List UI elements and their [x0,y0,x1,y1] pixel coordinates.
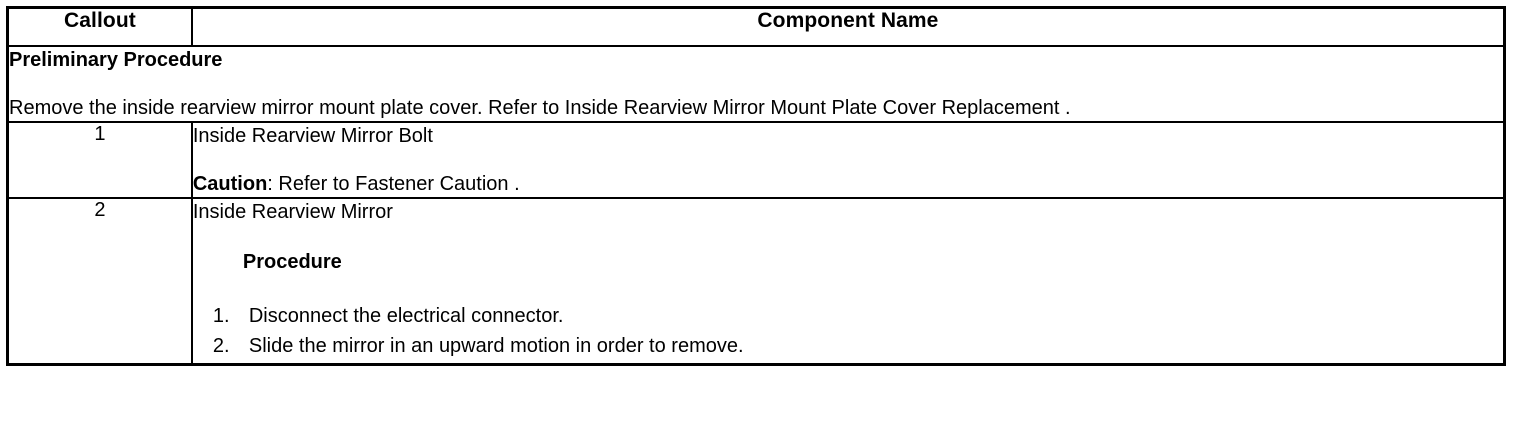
component-name-2: Inside Rearview Mirror [192,201,393,223]
callout-number-2: 2 [6,197,193,366]
table-row: 2 Inside Rearview Mirror Procedure 1. Dis… [6,197,1506,366]
table-row-preliminary: Preliminary Procedure Remove the inside … [6,45,1506,123]
step-number: 2. [212,335,230,357]
caution-label: Caution [192,173,268,195]
table-header: Callout Component Name [6,6,1506,47]
table-header-row: Callout Component Name [6,6,1506,47]
component-callout-table: Callout Component Name Preliminary Proce… [6,6,1506,366]
step-number: 1. [212,305,230,327]
step-text: Slide the mirror in an upward motion in … [248,335,744,357]
component-description-2: Inside Rearview Mirror Procedure 1. Disco… [190,197,1506,366]
column-header-component-name: Component Name [190,6,1506,47]
list-item: 1. Disconnect the electrical connector. [193,301,1503,331]
table-body: Preliminary Procedure Remove the inside … [6,45,1506,366]
callout-number-1: 1 [6,121,193,199]
list-item: 2. Slide the mirror in an upward motion i… [193,331,1503,361]
preliminary-procedure-text: Remove the inside rearview mirror mount … [9,97,1071,119]
preliminary-procedure-heading: Preliminary Procedure [9,49,223,71]
component-description-1: Inside Rearview Mirror Bolt Caution: Ref… [190,121,1506,199]
procedure-subheading: Procedure [242,251,342,273]
table-row: 1 Inside Rearview Mirror Bolt Caution: R… [6,121,1506,199]
procedure-step-list: 1. Disconnect the electrical connector. 2… [193,301,1503,361]
caution-note-1: Caution: Refer to Fastener Caution . [193,171,1503,197]
step-text: Disconnect the electrical connector. [248,305,564,327]
component-name-1: Inside Rearview Mirror Bolt [192,125,433,147]
preliminary-procedure-cell: Preliminary Procedure Remove the inside … [6,45,1506,123]
column-header-callout: Callout [6,6,193,47]
caution-text: : Refer to Fastener Caution . [267,173,520,195]
